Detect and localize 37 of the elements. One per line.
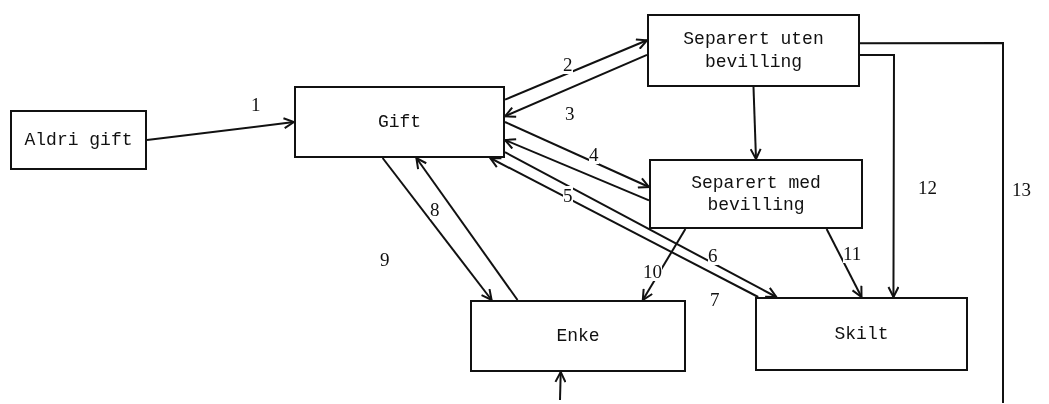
arrow bbox=[749, 86, 762, 160]
edge-label: 3 bbox=[565, 104, 575, 123]
edge-label: 13 bbox=[1012, 180, 1031, 199]
arrow bbox=[825, 228, 863, 298]
arrow bbox=[554, 371, 567, 401]
edge-label: 2 bbox=[563, 55, 573, 74]
state-box bbox=[649, 159, 863, 229]
state-label: Enke bbox=[555, 324, 601, 348]
state-label: Separert med bevilling bbox=[690, 171, 822, 217]
edge-label: 5 bbox=[563, 186, 573, 205]
state-label: Skilt bbox=[833, 322, 890, 346]
edge-label: 7 bbox=[710, 290, 720, 309]
arrow bbox=[146, 117, 295, 141]
arrow bbox=[504, 38, 648, 101]
arrow bbox=[504, 121, 650, 189]
state-label: Aldri gift bbox=[23, 128, 134, 152]
edge-label: 4 bbox=[589, 145, 599, 164]
edge-label: 10 bbox=[643, 262, 662, 281]
arrow bbox=[504, 138, 650, 202]
state-box bbox=[470, 300, 686, 372]
arrow bbox=[415, 157, 519, 301]
state-label: Separert uten bevilling bbox=[682, 28, 825, 73]
edge-label: 6 bbox=[708, 246, 718, 265]
state-label: Gift bbox=[376, 110, 423, 134]
edge-label: 1 bbox=[251, 95, 261, 114]
arrow bbox=[641, 228, 687, 301]
state-box bbox=[10, 110, 147, 170]
arrow bbox=[859, 53, 900, 298]
state-box bbox=[647, 14, 860, 87]
arrow bbox=[504, 53, 648, 118]
arrow bbox=[381, 157, 493, 301]
edge-label: 8 bbox=[430, 200, 440, 219]
state-box bbox=[294, 86, 505, 158]
edge-label: 12 bbox=[918, 178, 937, 197]
edge-label: 11 bbox=[843, 244, 862, 263]
state-box bbox=[755, 297, 968, 371]
edge-label: 9 bbox=[380, 250, 390, 269]
